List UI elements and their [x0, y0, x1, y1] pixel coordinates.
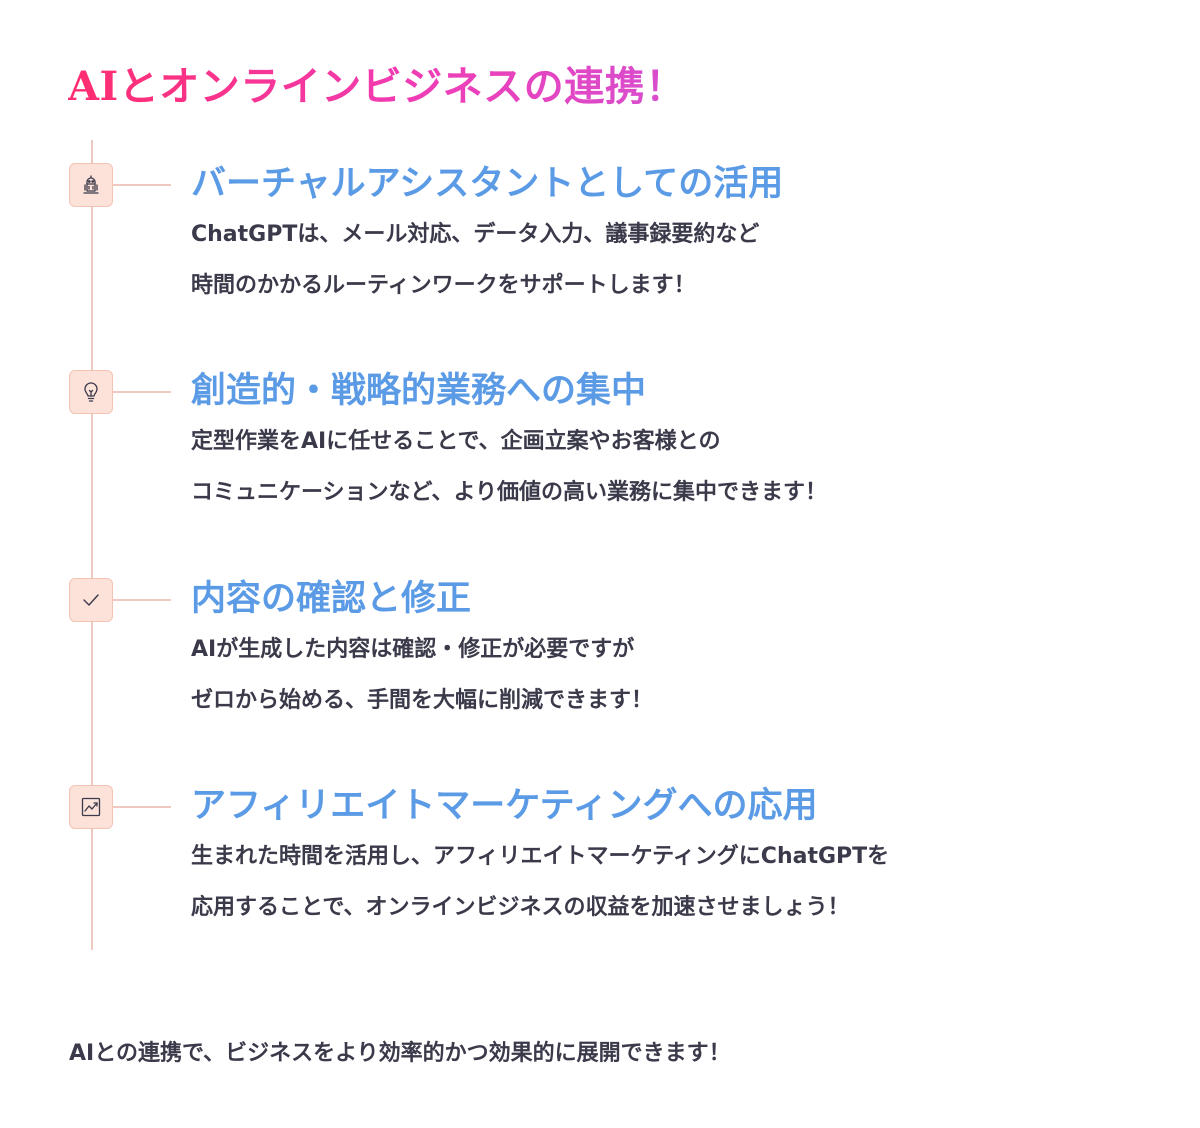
step-heading: 創造的・戦略的業務への集中 [191, 371, 647, 411]
timeline-step-virtual-assistant: バーチャルアシスタントとしての活用 ChatGPTは、メール対応、データ入力、議… [0, 163, 1200, 323]
step-description-line-1: 定型作業をAIに任せることで、企画立案やお客様との [191, 429, 721, 454]
timeline-connector [113, 184, 171, 186]
step-description-line-1: 生まれた時間を活用し、アフィリエイトマーケティングにChatGPTを [191, 844, 890, 869]
timeline-connector [113, 391, 171, 393]
step-description-line-1: AIが生成した内容は確認・修正が必要ですが [191, 637, 635, 662]
timeline-connector [113, 806, 171, 808]
step-heading: アフィリエイトマーケティングへの応用 [191, 786, 818, 826]
timeline-connector [113, 599, 171, 601]
page-title: AIとオンラインビジネスの連携！ [68, 54, 686, 112]
conclusion-text: AIとの連携で、ビジネスをより効率的かつ効果的に展開できます！ [69, 1041, 731, 1066]
timeline-line [91, 140, 93, 950]
lightbulb-icon [69, 370, 113, 414]
step-description-line-2: 応用することで、オンラインビジネスの収益を加速させましょう！ [191, 895, 850, 920]
step-heading: 内容の確認と修正 [191, 579, 472, 619]
timeline-step-review-and-edit: 内容の確認と修正 AIが生成した内容は確認・修正が必要ですが ゼロから始める、手… [0, 578, 1200, 738]
checkmark-icon [69, 578, 113, 622]
timeline-step-strategic-focus: 創造的・戦略的業務への集中 定型作業をAIに任せることで、企画立案やお客様との … [0, 370, 1200, 530]
step-heading: バーチャルアシスタントとしての活用 [191, 164, 784, 204]
step-description-line-2: コミュニケーションなど、より価値の高い業務に集中できます！ [191, 480, 828, 505]
timeline-step-affiliate-marketing: アフィリエイトマーケティングへの応用 生まれた時間を活用し、アフィリエイトマーケ… [0, 785, 1200, 945]
step-description-line-2: ゼロから始める、手間を大幅に削減できます！ [191, 688, 654, 713]
growth-chart-icon [69, 785, 113, 829]
step-description-line-1: ChatGPTは、メール対応、データ入力、議事録要約など [191, 222, 760, 247]
step-description-line-2: 時間のかかるルーティンワークをサポートします！ [191, 273, 696, 298]
robot-icon [69, 163, 113, 207]
